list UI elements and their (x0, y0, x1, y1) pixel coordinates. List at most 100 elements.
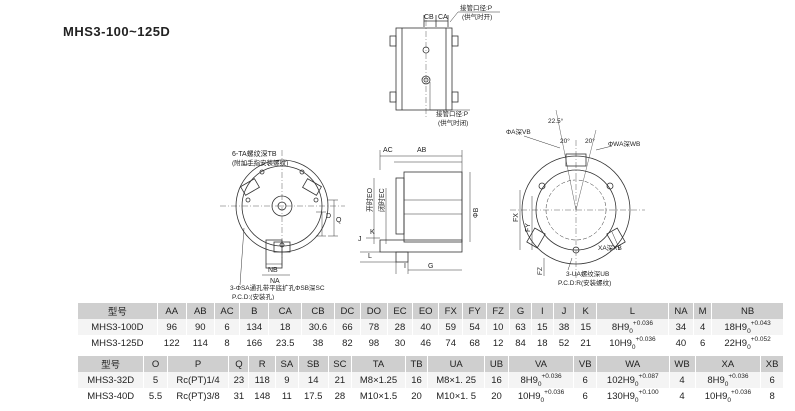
tolerance-lower: 0 (629, 327, 633, 335)
table-header-cell: EC (387, 303, 414, 319)
label-d: D (326, 213, 331, 220)
table-cell: 96 (157, 319, 187, 335)
label-phi-wa: ΦWA深WB (608, 139, 640, 148)
label-deg3: 20° (585, 137, 595, 145)
label-sa: 3-ΦSA通孔带平底扩孔ΦSB深SC (230, 283, 325, 292)
table-cell: 15 (574, 319, 598, 335)
label-port-close-note: (供气时闭) (438, 118, 468, 127)
table-cell: 16 (484, 372, 509, 388)
label-fy: FY (525, 223, 532, 232)
table-header-cell: AA (157, 303, 187, 319)
table-header-cell: DO (360, 303, 388, 319)
table-cell: 10H90+0.036 (508, 388, 575, 404)
table-cell: 30 (387, 335, 414, 351)
tolerance-lower: 0 (634, 396, 639, 404)
table-cell: 21 (574, 335, 598, 351)
tolerance-base: 10H9 (704, 390, 728, 402)
table-cell: 18 (268, 319, 303, 335)
label-ca: CA (438, 14, 448, 21)
table-cell: 6 (693, 335, 713, 351)
table-header-cell: CB (301, 303, 335, 319)
tolerance-base: 102H9 (606, 374, 635, 386)
table-header-cell: 型号 (78, 356, 145, 372)
tolerance-base: 10H9 (517, 390, 541, 402)
table-header-cell: SA (275, 356, 299, 372)
table-cell: Rc(PT)3/8 (167, 388, 230, 404)
table-cell: 4 (693, 319, 713, 335)
table-cell: 63 (509, 319, 532, 335)
tolerance-upper: +0.043 (750, 319, 771, 327)
label-ac: AC (383, 147, 393, 154)
table-header-cell: AC (214, 303, 241, 319)
table-cell: 6 (573, 388, 598, 404)
label-na: NA (270, 278, 280, 285)
label-port-open: 接管口径:P (460, 3, 492, 12)
table-header-cell: Q (228, 356, 250, 372)
table-cell: 8H90+0.036 (508, 372, 575, 388)
table-header-cell: 型号 (78, 303, 158, 319)
tolerance-base: 8H9 (611, 321, 630, 333)
table-header-cell: CA (268, 303, 303, 319)
table-cell: 23 (228, 372, 250, 388)
table-cell: 8 (760, 388, 784, 404)
table-cell: 10 (486, 319, 511, 335)
table-cell: M10×1. 5 (427, 388, 486, 404)
table-cell: 82 (334, 335, 361, 351)
table-header-cell: AB (186, 303, 215, 319)
table-cell: 31 (228, 388, 250, 404)
table-cell: 17.5 (298, 388, 329, 404)
table-header-cell: WA (596, 356, 670, 372)
table-header-cell: NA (668, 303, 695, 319)
table-cell: 6 (760, 372, 784, 388)
table-header-cell: J (553, 303, 576, 319)
table-header-cell: M (693, 303, 713, 319)
table-cell: 84 (509, 335, 532, 351)
table-cell: 54 (462, 319, 488, 335)
table-cell: 68 (462, 335, 488, 351)
table-cell: 38 (301, 335, 335, 351)
table-cell: 11 (275, 388, 299, 404)
table-cell: M10×1.5 (351, 388, 407, 404)
top-view-body (395, 27, 453, 111)
technical-drawing: CB CA 接管口径:P (供气时开) 接管口径:P (供气时闭) 6-TA螺纹… (220, 3, 645, 300)
table-cell: 10H90+0.036 (695, 388, 762, 404)
table-cell: 22H90+0.052 (711, 335, 784, 351)
table-cell: 20 (405, 388, 428, 404)
table-cell: 10H90+0.036 (596, 335, 669, 351)
table-cell: 98 (360, 335, 388, 351)
table-cell: 21 (328, 372, 353, 388)
table-cell: 8H90+0.036 (596, 319, 669, 335)
table-cell: 134 (239, 319, 270, 335)
table-cell: 28 (328, 388, 353, 404)
table-cell: 40 (668, 335, 695, 351)
table-cell: 114 (186, 335, 215, 351)
label-j: J (358, 236, 362, 243)
tolerance-lower: 0 (747, 343, 751, 351)
table-header-cell: G (509, 303, 532, 319)
table-header-cell: EO (412, 303, 440, 319)
table-cell: 9 (275, 372, 299, 388)
tolerance-lower: 0 (631, 343, 636, 351)
table-header-cell: UA (427, 356, 486, 372)
table-cell: 34 (668, 319, 695, 335)
table-cell: 15 (531, 319, 554, 335)
tolerance-base: 8H9 (520, 374, 538, 386)
tolerance-upper: +0.036 (544, 388, 565, 396)
table-header-cell: UB (484, 356, 509, 372)
table-cell: 18H90+0.043 (711, 319, 784, 335)
table-header-cell: R (248, 356, 277, 372)
table-header-cell: TA (351, 356, 407, 372)
tolerance-lower: 0 (724, 380, 729, 388)
label-bi: 闭时EC (377, 188, 386, 212)
label-cb: CB (424, 14, 434, 21)
tolerance-base: 8H9 (707, 374, 725, 386)
label-l: L (368, 253, 372, 260)
table-cell: 4 (669, 372, 696, 388)
tolerance-base: 10H9 (609, 337, 632, 349)
table-cell: 66 (334, 319, 361, 335)
